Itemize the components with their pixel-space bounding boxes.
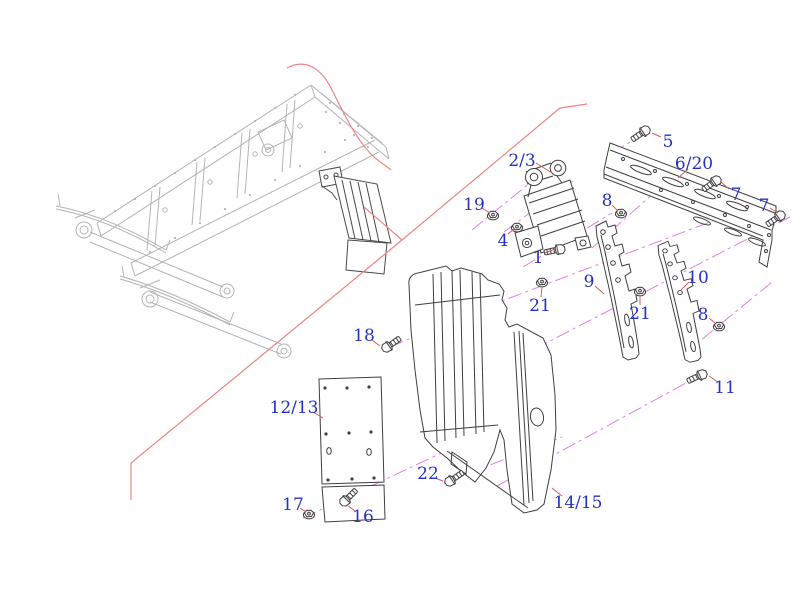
- callout-19[interactable]: 19: [463, 195, 485, 215]
- nut-8b: [712, 321, 726, 332]
- part-mudguard-body-14-15: [408, 265, 557, 514]
- callout-2-3[interactable]: 2/3: [508, 151, 535, 171]
- part-support-bracket-10: [657, 240, 702, 363]
- boundary-ray-upper: [401, 103, 588, 241]
- callout-6-20[interactable]: 6/20: [675, 154, 713, 174]
- part-support-bracket-9: [595, 220, 640, 361]
- callout-22[interactable]: 22: [417, 464, 439, 484]
- callout-18[interactable]: 18: [353, 326, 375, 346]
- callout-7a[interactable]: 7: [731, 185, 742, 205]
- part-mudflap-plate-12-13: [318, 376, 386, 523]
- callout-21b[interactable]: 21: [629, 304, 651, 324]
- bolt-11: [684, 367, 710, 387]
- callout-8b[interactable]: 8: [698, 305, 709, 325]
- callout-17[interactable]: 17: [282, 495, 304, 515]
- callout-4[interactable]: 4: [498, 231, 509, 251]
- mounted-mudguard-assembly: [318, 166, 392, 275]
- boundary-ray-lower: [130, 239, 403, 500]
- nut-4: [510, 222, 524, 233]
- callout-21a[interactable]: 21: [529, 296, 551, 316]
- detail-view-boundary-lines: [130, 63, 588, 500]
- pointer-stub: [363, 206, 403, 241]
- bolt-22: [442, 467, 467, 489]
- callout-1[interactable]: 1: [533, 248, 544, 268]
- nut-21a: [535, 277, 549, 288]
- truck-chassis-context-view: [55, 84, 390, 359]
- callout-9[interactable]: 9: [584, 272, 595, 292]
- nut-21b: [633, 286, 647, 297]
- location-curve: [286, 63, 392, 171]
- callout-8a[interactable]: 8: [602, 191, 613, 211]
- callout-12-13[interactable]: 12/13: [270, 398, 319, 418]
- callout-leader-lines: [299, 132, 779, 513]
- part-mounting-rail-6-20: [603, 142, 777, 268]
- callout-7b[interactable]: 7: [759, 196, 770, 216]
- callout-16[interactable]: 16: [352, 507, 374, 527]
- bolt-18: [379, 333, 404, 355]
- bolt-5: [628, 123, 653, 145]
- callout-5[interactable]: 5: [663, 132, 674, 152]
- callout-11[interactable]: 11: [714, 378, 736, 398]
- part-hinge-bracket-2-3: [514, 159, 592, 258]
- callout-14-15[interactable]: 14/15: [554, 493, 603, 513]
- callout-10[interactable]: 10: [687, 268, 709, 288]
